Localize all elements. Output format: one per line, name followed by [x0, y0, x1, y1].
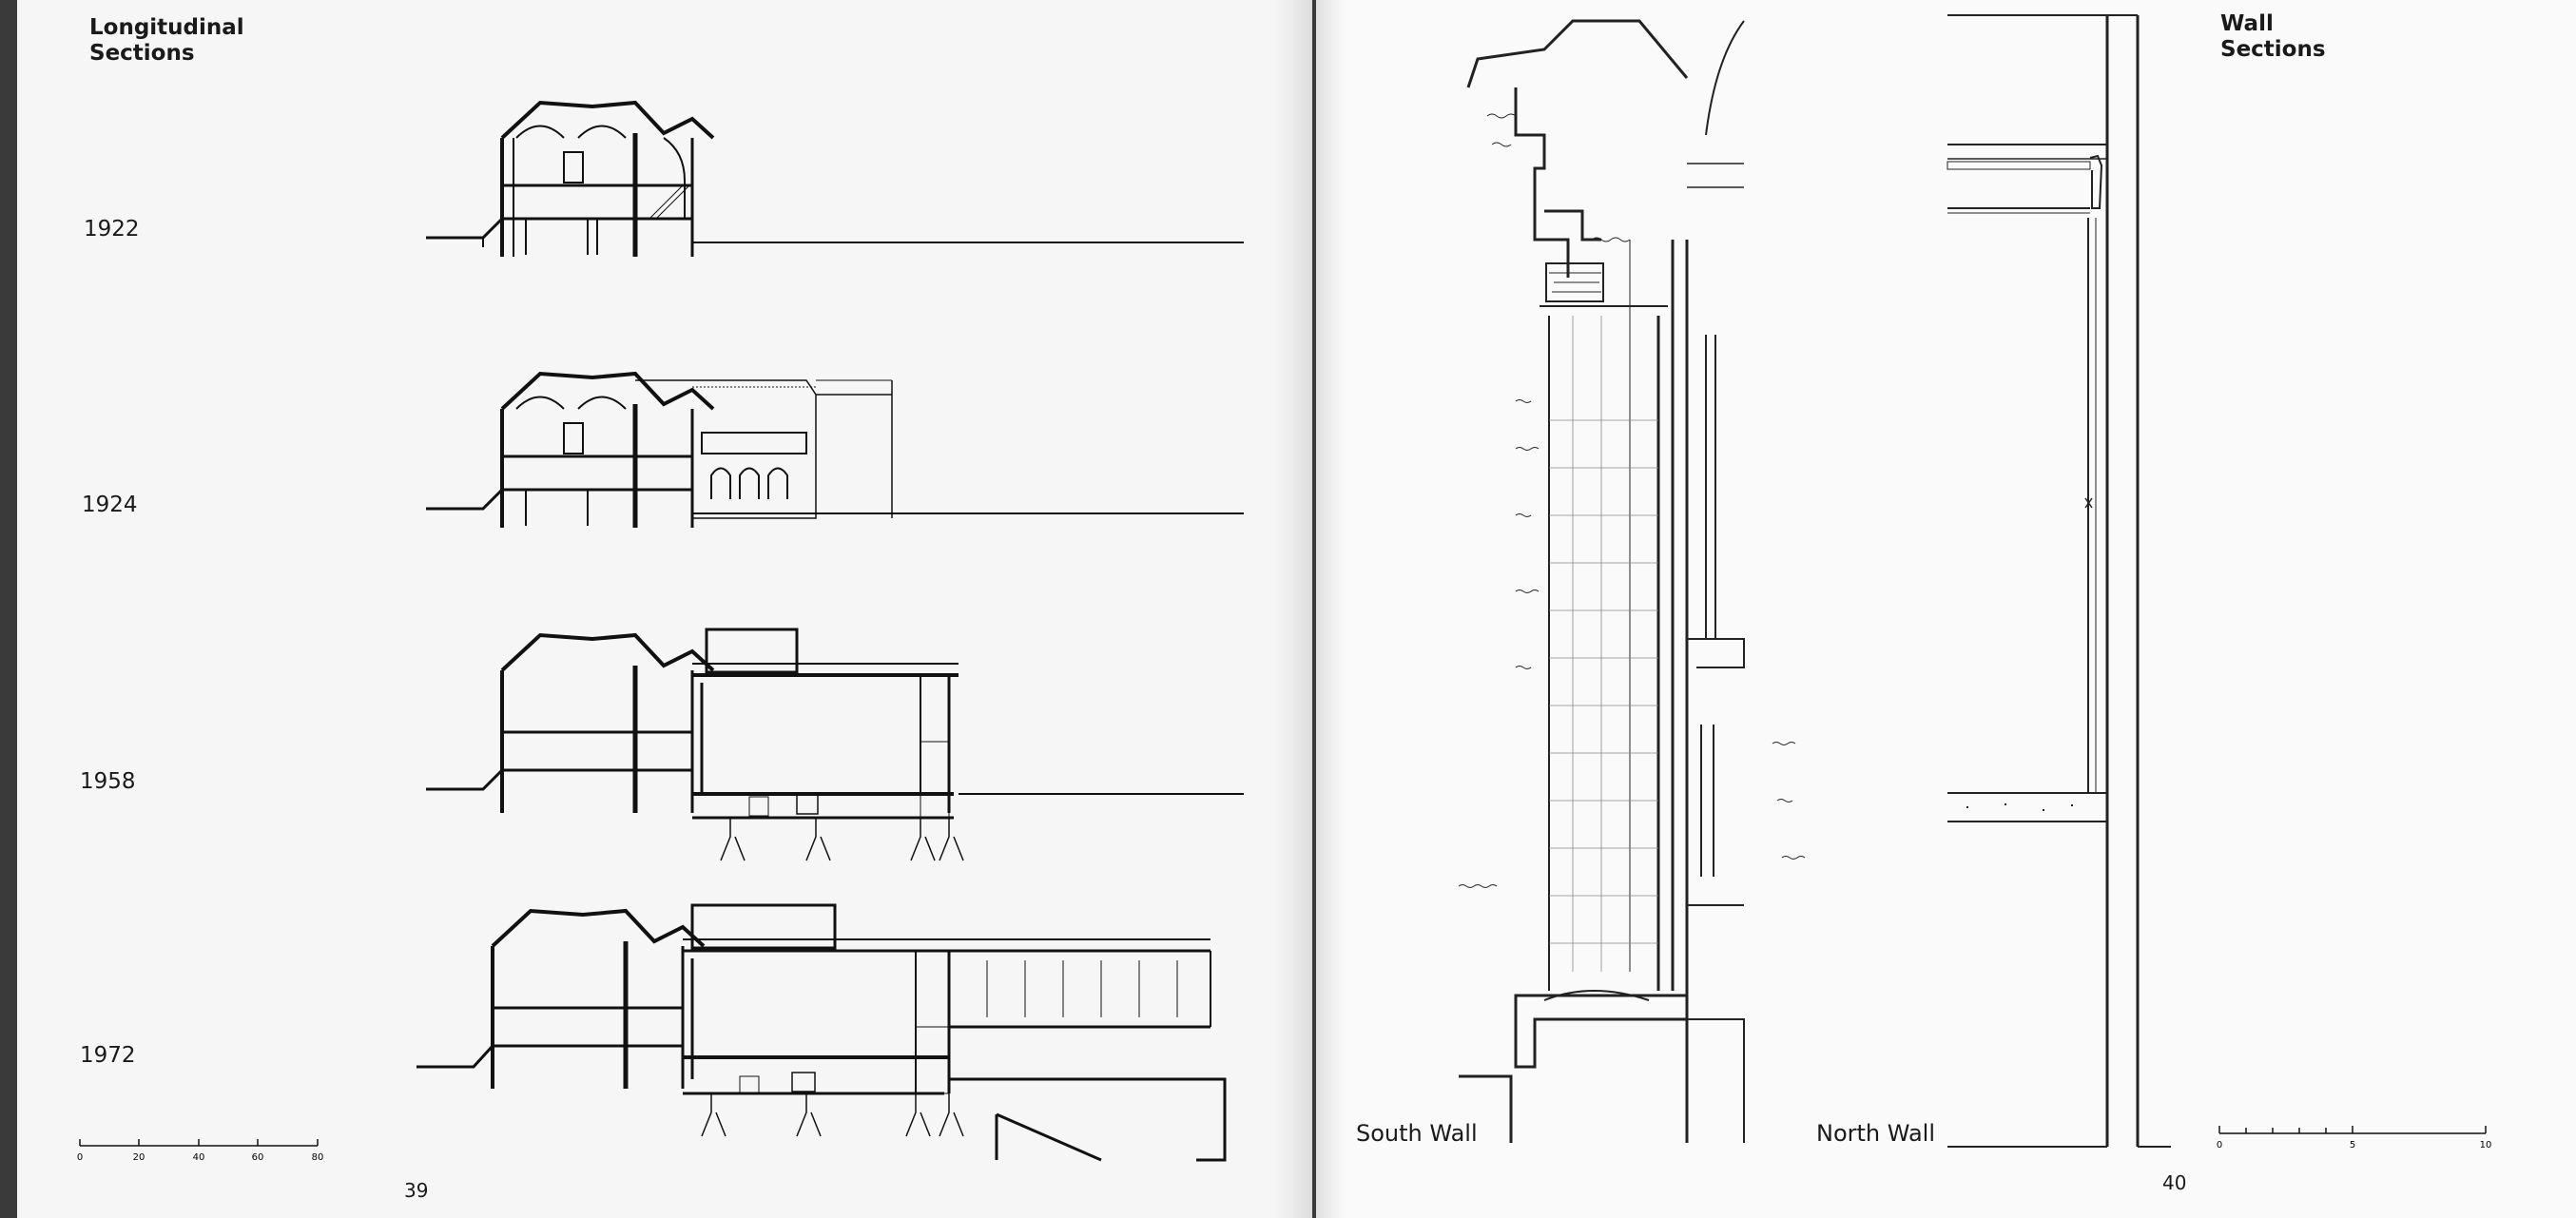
left-scale-tick-40: 40: [193, 1152, 205, 1163]
gutter-shadow: [1274, 0, 1312, 1218]
left-scale-tick-0: 0: [77, 1152, 83, 1163]
section-drawing-1922: [407, 95, 1263, 266]
longitudinal-sections-heading: Longitudinal Sections: [89, 15, 244, 67]
heading-line-1: Longitudinal: [89, 15, 244, 40]
left-scale-tick-20: 20: [133, 1152, 145, 1163]
page-number-left: 39: [404, 1179, 429, 1202]
year-label-1924: 1924: [82, 493, 138, 517]
heading-line-2: Sections: [89, 41, 195, 66]
left-page: Longitudinal Sections 1922 1924 1958 197…: [17, 0, 1312, 1218]
section-drawing-1972: [397, 903, 1253, 1160]
left-scale-bar: 0 20 40 60 80: [77, 1131, 324, 1163]
south-wall-drawing: [1459, 21, 1915, 1143]
section-drawing-1958: [407, 628, 1263, 884]
left-scale-tick-60: 60: [252, 1152, 264, 1163]
right-scale-tick-0: 0: [2217, 1140, 2222, 1150]
year-label-1972: 1972: [80, 1043, 136, 1068]
north-wall-drawing: [1947, 13, 2195, 1154]
section-drawing-1924: [407, 366, 1263, 537]
right-scale-tick-10: 10: [2480, 1140, 2492, 1150]
heading-line-1: Wall: [2220, 11, 2274, 36]
page-number-right: 40: [2162, 1171, 2187, 1194]
south-wall-label: South Wall: [1356, 1120, 1478, 1147]
right-scale-bar: 0 5 10: [2217, 1122, 2492, 1150]
heading-line-2: Sections: [2220, 37, 2326, 62]
wall-sections-heading: Wall Sections: [2220, 11, 2326, 63]
right-page: Wall Sections: [1316, 0, 2576, 1218]
year-label-1958: 1958: [80, 769, 136, 794]
gutter-shadow: [1316, 0, 1345, 1218]
right-scale-tick-5: 5: [2350, 1140, 2355, 1150]
year-label-1922: 1922: [84, 217, 140, 242]
north-wall-label: North Wall: [1816, 1120, 1935, 1147]
left-scale-tick-80: 80: [312, 1152, 324, 1163]
